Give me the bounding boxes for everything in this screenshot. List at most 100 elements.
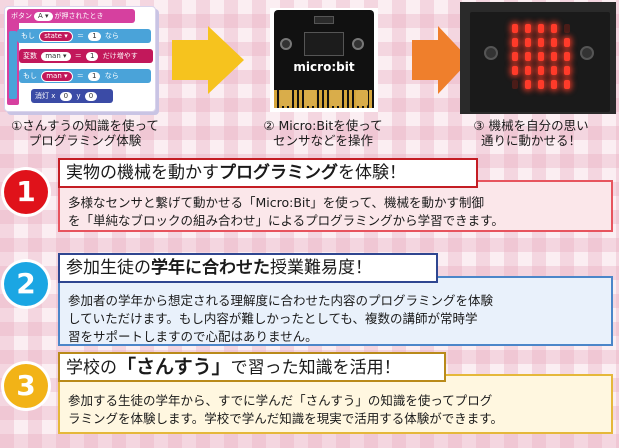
one-pill-2: 1 [86,52,99,61]
man-var-pill: man ▾ [41,52,71,61]
section-1-heading: 実物の機械を動かすプログラミングを体験！ [58,158,478,188]
section-1-number-badge: 1 [4,170,48,214]
man-var-pill-2: man ▾ [41,71,73,82]
led-2-4 [564,52,570,61]
if-label: もし [21,32,35,40]
step-1-line-1: ①さんすうの知識を使って [11,118,159,133]
step-2-line-2: センサなどを操作 [272,133,373,148]
zero-y-pill: 0 [84,92,98,101]
microbit-pin-0 [280,90,292,106]
led-2-1 [525,52,531,61]
event-label: ボタン [11,12,32,20]
one-pill: 1 [88,32,101,41]
led-2-2 [538,52,544,61]
section-2-heading: 参加生徒の学年に合わせた授業難易度！ [58,253,438,283]
change-var-block: 変数 man ▾ ＝ 1 だけ増やす [19,49,153,63]
step-2-caption: ② Micro:Bitを使って センサなどを操作 [228,118,418,148]
equals-sign-2: ＝ [74,52,82,60]
section-2-number-badge: 2 [4,262,48,306]
section-3-body: 参加する生徒の学年から、すでに学んだ「さんすう」の知識を使ってプログ ラミングを… [58,374,613,434]
clear-label: 消灯 x [35,92,56,100]
section-1-head-prefix: 実物の機械を動かす [66,163,219,183]
led-3-2 [538,66,544,75]
led-4-2 [538,80,544,89]
led-1-4 [564,38,570,47]
step-3-caption: ③ 機械を自分の思い 通りに動かせる！ [446,118,616,148]
microbit-board: micro:bit [274,10,374,108]
led-0-3 [551,24,557,33]
led-4-0 [512,80,518,89]
section-3-body-line-1: 参加する生徒の学年から、すでに学んだ「さんすう」の知識を使ってプログ [68,393,493,408]
arrow-1-head [208,26,244,94]
if2-label: もし [23,72,37,80]
microbit-photo: micro:bit [270,8,378,112]
led-0-1 [525,24,531,33]
event-button-pill: A ▾ [34,12,53,21]
var-label: 変数 [23,52,37,60]
section-3-head-prefix: 学校の [66,358,117,378]
section-2-body: 参加者の学年から想定される理解度に合わせた内容のプログラミングを体験 していただ… [58,276,613,346]
led-2-0 [512,52,518,61]
microbit-pin-gnd [356,90,368,106]
zero-x-pill: 0 [59,92,73,101]
microbit-led-grid [304,32,344,56]
section-2-head-bold: 学年に合わせた [151,258,270,278]
microbit-pin-1 [304,90,316,106]
led-board-button-b [580,46,594,60]
microbit-logo: micro:bit [293,60,355,74]
led-3-0 [512,66,518,75]
y-label: y [76,92,81,100]
led-4-4 [564,80,570,89]
led-0-4 [564,24,570,33]
led-board-button-a [484,46,498,60]
led-4-3 [551,80,557,89]
if-block-frame [9,31,17,99]
section-1-body-line-1: 多様なセンサと繋げて動かせる「Micro:Bit」を使って、機械を動かす制御 [68,195,485,210]
state-var-pill: state ▾ [39,31,73,42]
led-1-1 [525,38,531,47]
led-0-0 [512,24,518,33]
arrow-2-body [412,40,438,80]
section-1-head-bold: プログラミング [219,163,338,183]
if-block-2: もし man ▾ ＝ 1 なら [19,69,151,83]
led-photo [460,2,616,114]
section-3-heading: 学校の「さんすう」で習った知識を活用！ [58,352,446,382]
equals-sign-3: ＝ [76,72,84,80]
clear-led-block: 消灯 x 0 y 0 [31,89,113,103]
event-suffix: が押されたとき [54,12,104,20]
step-1-line-2: プログラミング体験 [28,133,142,148]
led-board [470,12,610,112]
microbit-pins [274,88,374,108]
led-1-0 [512,38,518,47]
microbit-usb [314,16,334,24]
section-1-body-line-2: を「単純なブロックの組み合わせ」によるプログラミングから学習できます。 [68,213,504,228]
section-3-body-line-2: ラミングを体験します。学校で学んだ知識を現実で活用する体験ができます。 [68,411,504,426]
led-3-4 [564,66,570,75]
step-3-line-1: ③ 機械を自分の思い [473,118,589,133]
led-3-1 [525,66,531,75]
section-1-head-suffix: を体験！ [338,163,406,183]
section-2-head-suffix: 授業難易度！ [270,258,372,278]
led-1-2 [538,38,544,47]
one-pill-3: 1 [88,72,101,81]
step-3-line-2: 通りに動かせる！ [480,133,581,148]
microbit-pin-2 [330,90,342,106]
microbit-button-a [280,38,292,50]
section-2-head-prefix: 参加生徒の [66,258,151,278]
section-2-body-line-2: していただけます。もし内容が難しかったとしても、複数の講師が常時学 [68,311,478,326]
then-label: なら [104,32,119,40]
step-1-caption: ①さんすうの知識を使って プログラミング体験 [0,118,170,148]
section-3-head-bold: 「さんすう」 [117,356,231,378]
step-2-line-1: ② Micro:Bitを使って [263,118,383,133]
if-block: もし state ▾ ＝ 1 なら [17,29,151,43]
led-1-3 [551,38,557,47]
equals-sign: ＝ [76,32,84,40]
change-suffix: だけ増やす [102,52,138,60]
led-0-2 [538,24,544,33]
section-3-head-suffix: で習った知識を活用！ [230,358,401,378]
section-2-body-line-3: 習をサポートしますので心配はありません。 [68,329,318,344]
microbit-button-b [352,38,364,50]
arrow-1-body [172,40,208,80]
